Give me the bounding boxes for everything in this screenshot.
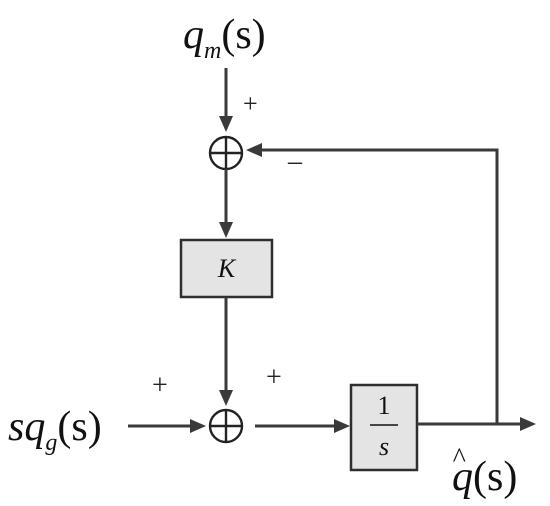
bottom-summing-junction [208,408,244,444]
left-input-label: sqg(s) [8,404,102,456]
feedback-arrowhead [246,143,262,157]
top-sum-minus-sign: – [287,146,303,177]
top-input-label: qm(s) [183,12,266,64]
output-hat: ^ [452,443,466,474]
integrator-numerator: 1 [378,391,391,420]
bottom-sum-left-plus-sign: + [152,370,168,401]
left-input-arrowhead [190,419,206,433]
top-input-arrowhead [219,116,233,132]
gain-label: K [217,254,237,283]
gain-block: K [179,238,274,299]
gain-to-junction-arrowhead [219,390,233,406]
integrator-denominator: s [379,432,389,461]
integrator-block: 1 s [349,383,419,472]
output-label: q(s) [452,454,517,500]
top-summing-junction [208,135,244,171]
bottom-sum-top-plus-sign: + [266,362,282,393]
output-arrowhead [520,417,536,431]
feedback-wire [262,148,499,424]
junction-to-integrator-arrowhead [334,419,350,433]
junction-to-gain-arrowhead [219,222,233,238]
top-sum-plus-sign: + [243,89,258,118]
